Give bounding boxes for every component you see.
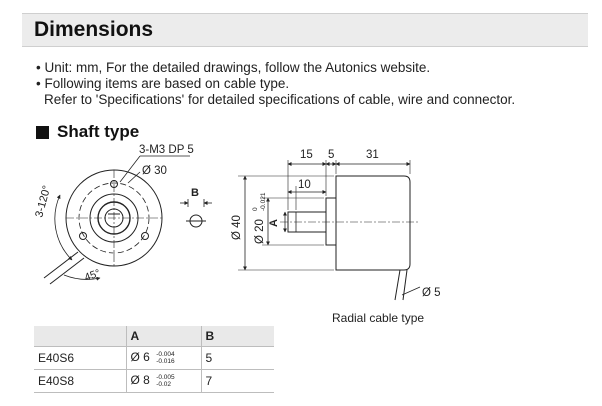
cell-model: E40S8 xyxy=(34,369,126,393)
cable-side-1 xyxy=(394,269,401,301)
table-header-row: A B xyxy=(34,326,274,347)
angle-arc xyxy=(54,194,73,261)
side-view xyxy=(238,160,421,301)
subsection-title: Shaft type xyxy=(36,122,139,142)
table-header-model xyxy=(34,326,126,347)
subsection-title-text: Shaft type xyxy=(57,122,140,141)
dim-d40-label: Ø 40 xyxy=(231,215,243,240)
table-row: E40S8 Ø 8 -0.005 -0.02 7 xyxy=(34,369,274,393)
cell-b: 7 xyxy=(200,369,274,393)
cable-leader xyxy=(401,286,421,296)
pcd-leader xyxy=(127,171,141,184)
spec-table: A B E40S6 Ø 6 -0.004 -0.016 5 E40S8 Ø 8 … xyxy=(34,326,274,393)
shaft-side xyxy=(287,211,327,233)
dim-15-label: 15 xyxy=(300,149,313,161)
notes: • Unit: mm, For the detailed drawings, f… xyxy=(36,60,515,108)
tolerance-upper: -0.004 xyxy=(156,350,175,358)
tolerance-lower: -0.02 xyxy=(156,380,172,388)
view-b-label: B xyxy=(191,187,199,199)
tolerance-lower: -0.016 xyxy=(156,357,175,365)
note-cable-basis: • Following items are based on cable typ… xyxy=(36,76,290,91)
dim-31-label: 31 xyxy=(366,149,379,161)
table-header-b: B xyxy=(200,326,274,347)
table-header-a: A xyxy=(125,326,201,347)
mount-hole-right xyxy=(141,232,149,240)
cell-a: Ø 8 -0.005 -0.02 xyxy=(125,369,201,393)
note-unit: • Unit: mm, For the detailed drawings, f… xyxy=(36,60,431,75)
dim-d20-tol-bottom: -0.021 xyxy=(260,192,267,211)
note-specifications-ref: Refer to 'Specifications' for detailed s… xyxy=(44,92,516,107)
cell-a-value: Ø 8 xyxy=(130,373,150,388)
cable-diameter-label: Ø 5 xyxy=(422,287,441,299)
pcd-circle xyxy=(78,182,150,254)
flange-step xyxy=(325,197,337,246)
view-b xyxy=(180,199,212,228)
section-header: Dimensions xyxy=(22,13,588,47)
cell-model: E40S6 xyxy=(34,346,126,370)
angle45-label: 45° xyxy=(83,267,102,284)
tolerance-upper: -0.005 xyxy=(156,373,175,381)
angle45-arc xyxy=(63,274,101,281)
page-title: Dimensions xyxy=(34,18,154,41)
cell-a-tolerance: -0.005 -0.02 xyxy=(156,374,174,388)
drawing-caption: Radial cable type xyxy=(332,311,424,325)
dim-d20-tol-top: 0 xyxy=(252,207,259,211)
hole-leader xyxy=(119,155,141,183)
cable-line-2 xyxy=(49,257,85,285)
square-bullet-icon xyxy=(36,125,49,139)
dim-5-label: 5 xyxy=(328,149,334,161)
hole-spec-label: 3-M3 DP 5 xyxy=(139,144,194,156)
dim-10-label: 10 xyxy=(298,179,311,191)
dim-d20-label: Ø 20 xyxy=(254,219,266,244)
cell-b: 5 xyxy=(200,346,274,370)
view-a-label: A xyxy=(268,219,280,227)
table-row: E40S6 Ø 6 -0.004 -0.016 5 xyxy=(34,346,274,370)
front-view xyxy=(43,155,190,285)
mount-hole-left xyxy=(79,232,87,240)
cable-line-1 xyxy=(43,251,79,279)
angle-label: 3-120° xyxy=(33,184,53,219)
cell-a-value: Ø 6 xyxy=(130,350,150,365)
cable-side-2 xyxy=(402,269,408,301)
pcd-label: Ø 30 xyxy=(142,165,167,177)
encoder-body-side xyxy=(335,175,411,271)
cell-a-tolerance: -0.004 -0.016 xyxy=(156,351,174,365)
cell-a: Ø 6 -0.004 -0.016 xyxy=(125,346,201,370)
